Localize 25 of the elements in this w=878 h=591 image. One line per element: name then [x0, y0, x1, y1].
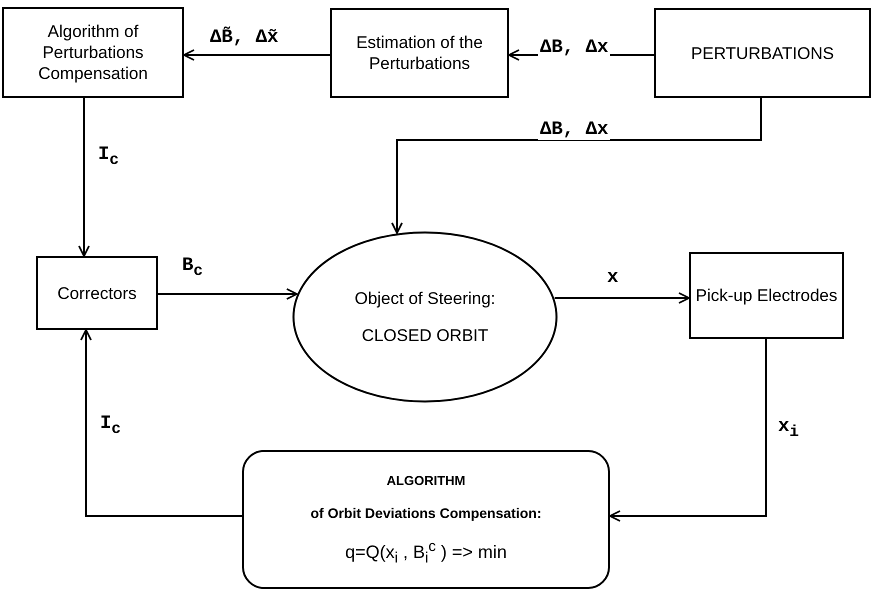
node-text: ALGORITHM — [386, 472, 466, 490]
rounded-process-box — [242, 450, 610, 589]
arrow — [554, 292, 690, 304]
process-box — [689, 252, 844, 339]
arrow — [391, 98, 762, 234]
arrow — [158, 288, 298, 300]
node-text: q=Q(x$_{i}$ , B$_{i}$$^{c}$ ) => min — [345, 537, 507, 569]
process-box — [330, 8, 509, 98]
arrow — [183, 49, 330, 61]
node-text: Pick-up Electrodes — [696, 285, 838, 306]
arrow — [80, 329, 242, 517]
node-text: of Orbit Deviations Compensation: — [310, 504, 542, 524]
node-text: Correctors — [57, 282, 137, 304]
node-text: CLOSED ORBIT — [362, 325, 488, 346]
process-box — [2, 7, 184, 98]
process-box — [654, 8, 871, 98]
node-text: Object of Steering: — [354, 288, 496, 309]
arrow — [78, 98, 90, 257]
arrow — [609, 339, 767, 522]
node-text: Estimation of the Perturbations — [355, 32, 484, 74]
process-box — [36, 256, 158, 330]
ellipse-node — [292, 231, 558, 403]
node-text: Algorithm of Perturbations Compensation — [37, 21, 149, 84]
node-text: PERTURBATIONS — [691, 42, 834, 64]
edge-label: ΔB̃, Δx̃ — [208, 26, 280, 48]
